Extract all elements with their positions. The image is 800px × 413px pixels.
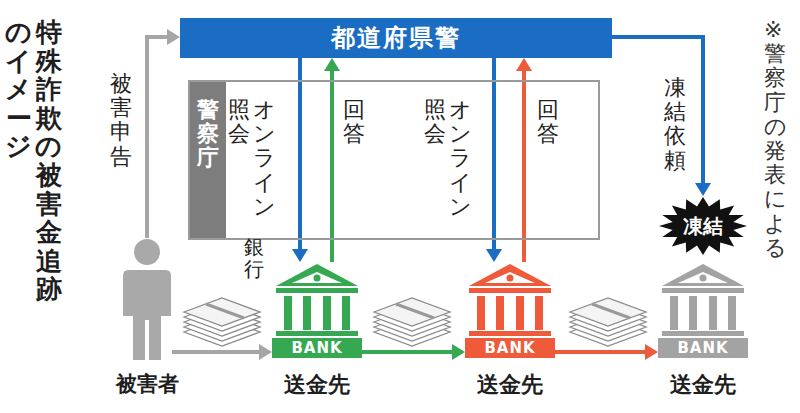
connector-line xyxy=(522,70,526,262)
arrow-head xyxy=(259,344,272,360)
connector xyxy=(612,37,711,196)
source-note: ※警察庁の発表による xyxy=(764,18,786,260)
agency-name: 警察庁 xyxy=(197,98,219,171)
connector-line xyxy=(330,70,334,262)
connector-line xyxy=(555,350,646,354)
connector xyxy=(486,58,502,262)
bank-caption: 送金先 xyxy=(247,370,387,400)
bank-plate-text: BANK xyxy=(465,338,555,358)
bank-red: BANK送金先 xyxy=(465,262,555,358)
band-title: 都道府県警 xyxy=(331,22,461,54)
arrow-head xyxy=(167,29,180,45)
connector xyxy=(324,58,340,262)
bank-plate-text: BANK xyxy=(272,338,362,358)
edge-label: オンライン照会 xyxy=(228,98,276,222)
arrow-head xyxy=(516,58,532,71)
connector xyxy=(555,344,658,360)
bank-plate-text: BANK xyxy=(658,338,748,358)
connector xyxy=(516,58,532,262)
money-stack xyxy=(570,298,646,346)
connector-line xyxy=(298,58,302,250)
connector-line xyxy=(172,350,260,354)
arrow-head xyxy=(452,344,465,360)
edge-label: 回答 xyxy=(343,98,365,146)
money-stack xyxy=(184,298,260,346)
arrow-head xyxy=(292,249,308,262)
connector xyxy=(292,58,308,262)
connector xyxy=(147,29,180,238)
arrow-head xyxy=(695,183,711,196)
freeze-badge-text: 凍結 xyxy=(658,196,748,256)
edge-label: 凍結依頼 xyxy=(664,76,686,173)
victim-figure: 被害者 xyxy=(122,238,172,363)
connector-line xyxy=(362,350,453,354)
connector xyxy=(362,344,465,360)
edge-label: 被害申告 xyxy=(110,72,132,169)
edge-label: オンライン照会 xyxy=(424,98,472,222)
bank-label: 銀行 xyxy=(244,236,264,280)
money-stack xyxy=(374,298,450,346)
connector-line xyxy=(492,58,496,250)
agency-strip: 警察庁 xyxy=(190,82,226,238)
edge-label: 回答 xyxy=(537,98,559,146)
person-icon xyxy=(122,238,172,363)
connector-line xyxy=(147,37,168,238)
bank-green: 銀行BANK送金先 xyxy=(272,262,362,358)
arrow-head xyxy=(324,58,340,71)
arrow-head xyxy=(645,344,658,360)
victim-caption: 被害者 xyxy=(87,370,207,398)
bank-caption: 送金先 xyxy=(440,370,580,400)
bank-caption: 送金先 xyxy=(633,370,773,400)
connector-line xyxy=(612,37,703,184)
police-band: 都道府県警 xyxy=(180,18,612,58)
arrow-head xyxy=(486,249,502,262)
bank-frozen: 凍結BANK送金先 xyxy=(658,196,748,358)
title: 特殊詐欺の被害金追跡のイメージ xyxy=(6,18,62,308)
